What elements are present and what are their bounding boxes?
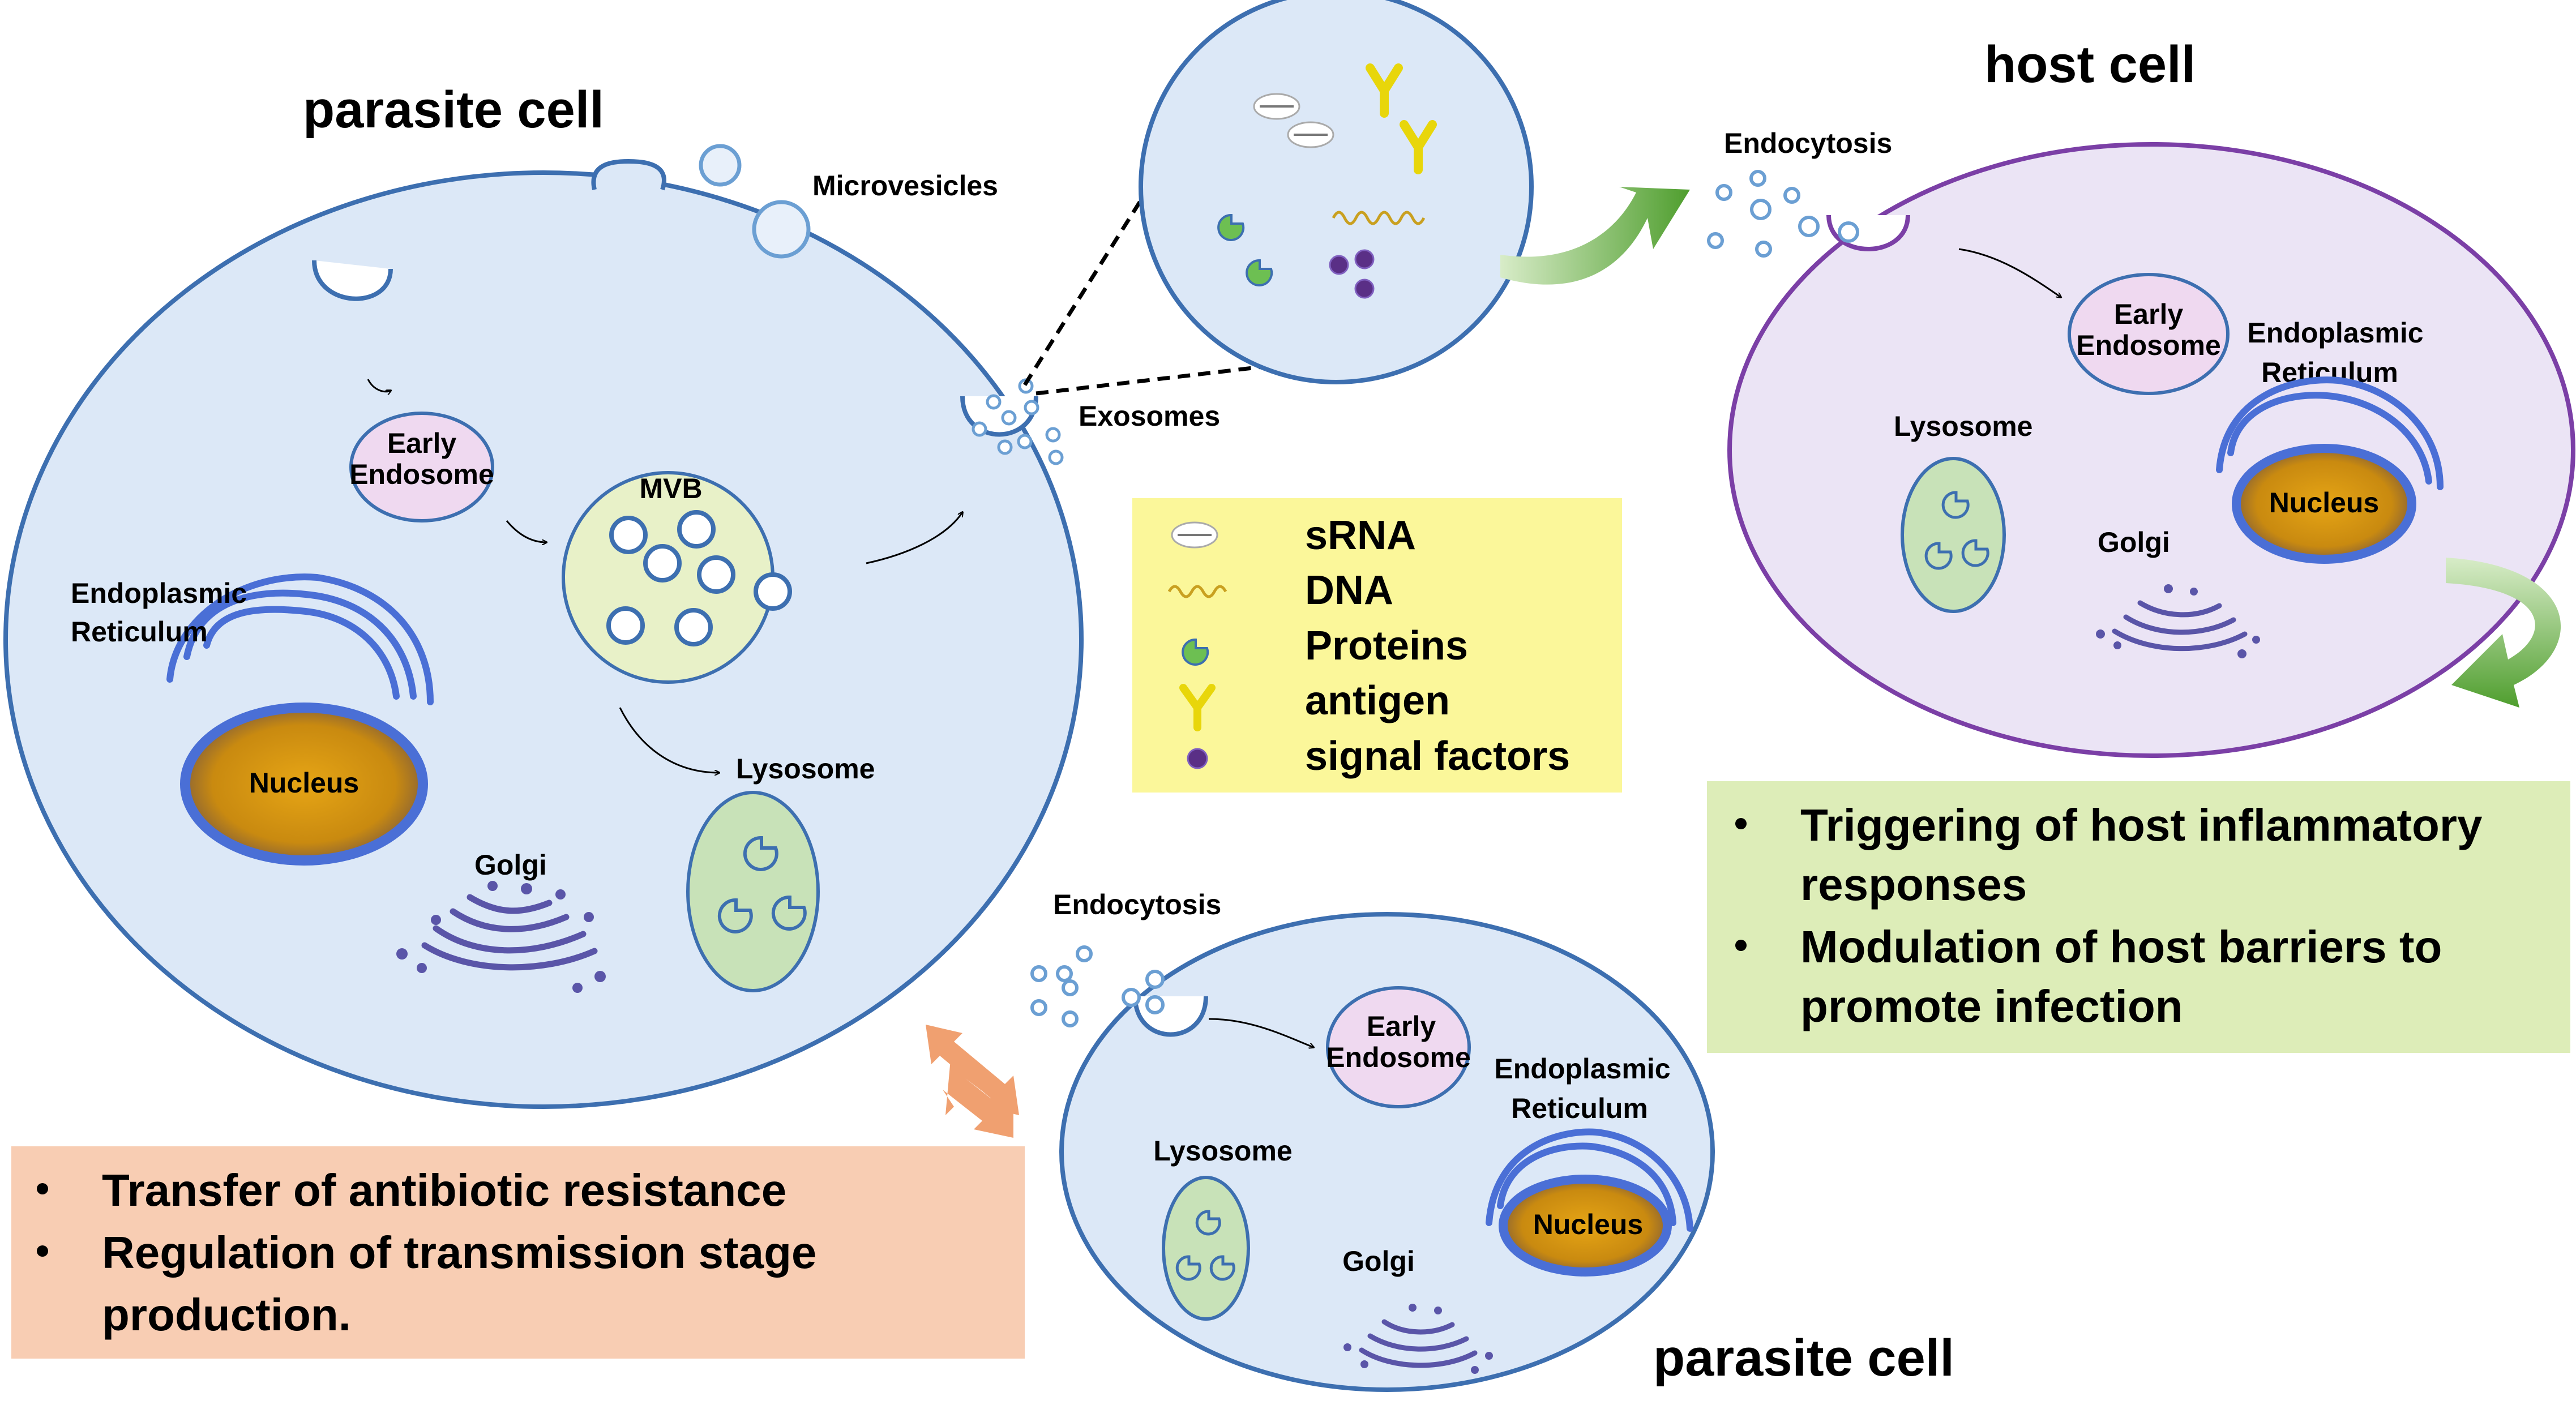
host-nucleus xyxy=(2232,444,2416,564)
parasite2-er-label-2: Reticulum xyxy=(1511,1093,1648,1124)
parasite-effect-1: Transfer of antibiotic resistance xyxy=(102,1165,786,1215)
microvesicles-label: Microvesicles xyxy=(812,170,998,202)
nucleus-label: Nucleus xyxy=(249,767,360,799)
host-endocytosis-label: Endocytosis xyxy=(1724,127,1892,159)
lysosome-proteins xyxy=(717,836,807,933)
transfer-arrow-to-host xyxy=(1500,187,1690,285)
legend-label-dna: DNA xyxy=(1305,568,1393,613)
host-golgi-label: Golgi xyxy=(2098,526,2170,558)
early-endosome xyxy=(349,412,494,522)
early-endosome-label-2: Endosome xyxy=(349,459,494,490)
parasite-effect-2-line-2: production. xyxy=(102,1290,351,1340)
parasite2-golgi-label: Golgi xyxy=(1342,1245,1415,1277)
er-label-1: Endoplasmic xyxy=(71,577,247,609)
parasite2-early-endosome xyxy=(1326,986,1471,1108)
zoom-signal-factors xyxy=(1329,249,1375,299)
legend-label-srna: sRNA xyxy=(1305,513,1416,558)
host-early-endosome-label-2: Endosome xyxy=(2076,329,2221,361)
host-effects-box xyxy=(1707,781,2570,1053)
golgi xyxy=(421,894,598,971)
host-effect-1-line-2: responses xyxy=(1800,859,2027,910)
host-lysosome xyxy=(1901,457,2006,613)
host-golgi-vesicles xyxy=(2096,584,2260,658)
golgi-vesicles xyxy=(396,881,606,993)
parasite2-nucleus-label: Nucleus xyxy=(1533,1209,1644,1240)
parasite2-lysosome xyxy=(1162,1176,1250,1321)
parasite2-endocytosed-exosomes xyxy=(1030,945,1165,1027)
host-cell-title: host cell xyxy=(1984,36,2196,93)
parasite-cell-title: parasite cell xyxy=(303,81,604,139)
mvb-vesicles xyxy=(606,510,792,646)
parasite2-lysosome-proteins xyxy=(1175,1210,1235,1281)
parasite2-endocytosis-label: Endocytosis xyxy=(1053,889,1221,920)
zoom-srna xyxy=(1253,93,1334,148)
exosomes-label: Exosomes xyxy=(1079,400,1220,432)
lysosome xyxy=(686,791,820,992)
legend-dna-icon xyxy=(1167,585,1227,598)
legend-srna-icon xyxy=(1171,521,1218,549)
endoplasmic-reticulum xyxy=(166,573,434,705)
nucleus xyxy=(180,703,428,866)
host-endocytosed-exosomes xyxy=(1707,170,1859,258)
lysosome-label: Lysosome xyxy=(736,753,875,785)
er-label-2: Reticulum xyxy=(71,616,208,648)
host-lysosome-label: Lysosome xyxy=(1894,410,2032,442)
legend-box xyxy=(1132,498,1622,793)
host-effect-2-line-1: Modulation of host barriers to xyxy=(1800,922,2442,972)
early-endosome-label-1: Early xyxy=(387,427,457,459)
host-effects-arrow xyxy=(2446,558,2561,708)
host-endoplasmic-reticulum xyxy=(2216,376,2444,490)
parasite2-golgi-vesicles xyxy=(1343,1304,1493,1374)
parasite2-endoplasmic-reticulum xyxy=(1486,1128,1693,1232)
legend-protein-icon xyxy=(1182,638,1209,666)
legend-label-signal-factors: signal factors xyxy=(1305,734,1570,779)
parasite-exchange-arrow xyxy=(926,1025,1019,1138)
host-early-endosome xyxy=(2068,273,2230,395)
microvesicle xyxy=(699,144,742,187)
golgi-label: Golgi xyxy=(474,849,547,881)
host-er-label-1: Endoplasmic xyxy=(2247,317,2423,349)
parasite2-golgi xyxy=(1359,1319,1478,1368)
parasite2-er-label-1: Endoplasmic xyxy=(1494,1053,1670,1085)
host-effect-1-line-1: Triggering of host inflammatory xyxy=(1800,800,2483,850)
legend-label-antigen: antigen xyxy=(1305,678,1450,723)
host-effect-2-line-2: promote infection xyxy=(1800,981,2183,1031)
mvb-label: MVB xyxy=(639,473,702,504)
legend-signal-factor-icon xyxy=(1187,748,1208,769)
zoom-dna xyxy=(1332,211,1426,225)
exosome-zoom xyxy=(1139,0,1534,384)
zoom-proteins xyxy=(1217,213,1273,286)
parasite2-early-endosome-label-2: Endosome xyxy=(1326,1042,1471,1073)
host-er-label-2: Reticulum xyxy=(2261,357,2398,388)
exosome-cluster xyxy=(972,378,1064,465)
host-early-endosome-label-1: Early xyxy=(2114,298,2184,330)
parasite-effects-box xyxy=(11,1146,1025,1359)
host-nucleus-label: Nucleus xyxy=(2269,487,2380,519)
parasite-effect-2-line-1: Regulation of transmission stage xyxy=(102,1227,816,1278)
microvesicle xyxy=(752,200,811,259)
parasite2-nucleus xyxy=(1499,1175,1672,1277)
host-golgi xyxy=(2112,600,2248,652)
legend-label-proteins: Proteins xyxy=(1305,623,1468,669)
parasite2-lysosome-label: Lysosome xyxy=(1153,1135,1292,1167)
parasite2-early-endosome-label-1: Early xyxy=(1367,1010,1436,1042)
host-lysosome-proteins xyxy=(1924,491,1989,570)
parasite-cell-bottom-title: parasite cell xyxy=(1653,1329,1954,1387)
zoom-antigen xyxy=(1366,63,1437,174)
legend-antigen-icon xyxy=(1179,684,1216,731)
